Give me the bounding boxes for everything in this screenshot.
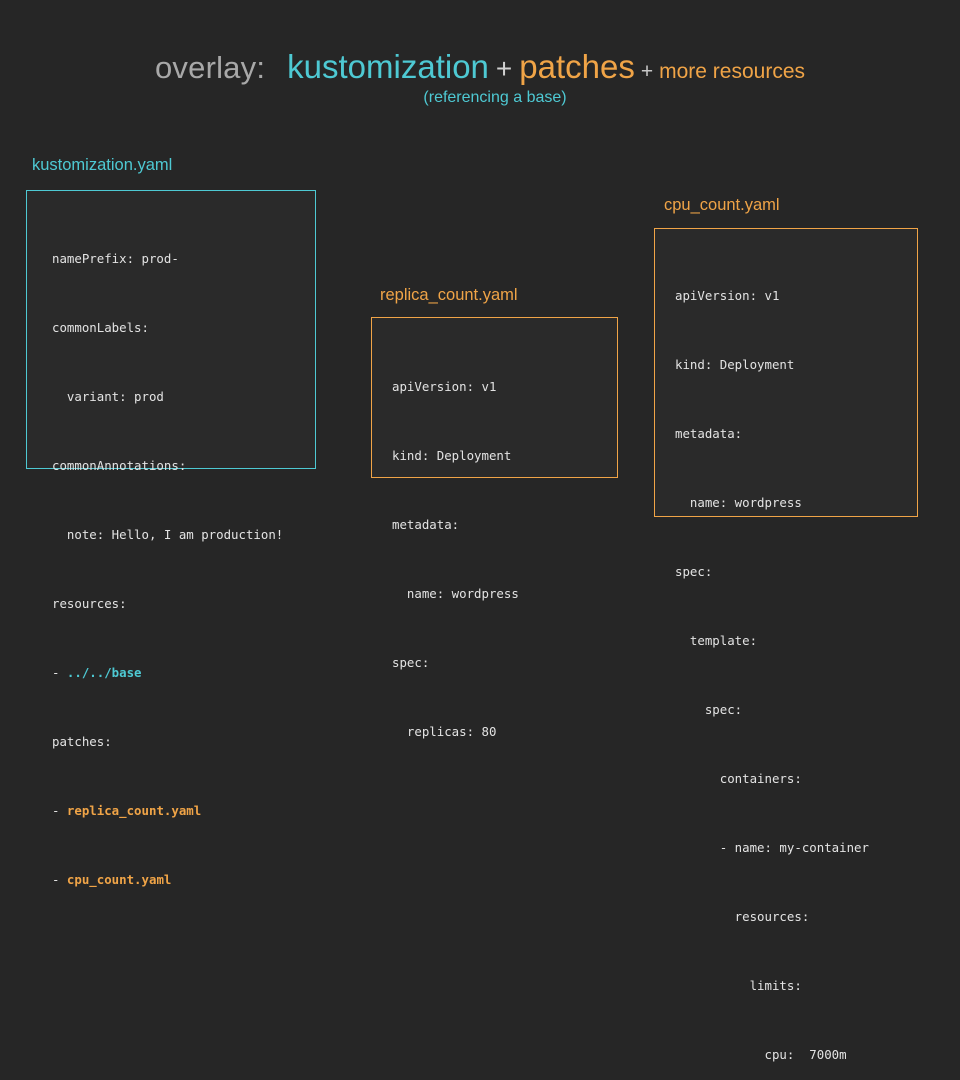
code-line: replicas: 80 xyxy=(392,724,497,739)
code-line: apiVersion: v1 xyxy=(392,379,497,394)
code-token-base-path: ../../base xyxy=(66,665,142,680)
code-token-replica-count-yaml: replica_count.yaml xyxy=(66,803,202,818)
code-line: commonAnnotations: xyxy=(52,458,187,473)
code-line: limits: xyxy=(675,978,802,993)
code-line: - name: my-container xyxy=(675,840,869,855)
code-line: spec: xyxy=(675,702,743,717)
code-line: note: Hello, I am production! xyxy=(52,527,284,542)
code-line: name: wordpress xyxy=(392,586,519,601)
title-overlay-label: overlay: xyxy=(154,50,266,85)
code-block-cpu-count-yaml: apiVersion: v1 kind: Deployment metadata… xyxy=(654,228,918,1062)
code-line: kind: Deployment xyxy=(675,357,795,372)
code-line: name: wordpress xyxy=(675,495,802,510)
code-token-cpu-count-yaml: cpu_count.yaml xyxy=(66,872,172,887)
code-line: apiVersion: v1 xyxy=(675,288,780,303)
panel-title-kustomization-yaml: kustomization.yaml xyxy=(32,156,173,174)
code-line: resources: xyxy=(675,909,810,924)
code-line: - replica_count.yaml xyxy=(52,799,283,822)
code-content-cpu-count-yaml: apiVersion: v1 kind: Deployment metadata… xyxy=(675,238,869,1080)
page-title: overlay:kustomization+patches+more resou… xyxy=(0,48,960,86)
title-kustomization: kustomization xyxy=(287,48,489,85)
code-line: - cpu_count.yaml xyxy=(52,868,283,891)
title-more-resources: more resources xyxy=(659,60,806,83)
panel-title-replica-count-yaml: replica_count.yaml xyxy=(380,286,518,304)
title-plus-first: + xyxy=(495,53,513,84)
code-line: kind: Deployment xyxy=(392,448,512,463)
code-block-replica-count-yaml: apiVersion: v1 kind: Deployment metadata… xyxy=(371,317,618,739)
page-subtitle-text: (referencing a base) xyxy=(423,89,567,106)
code-line: resources: xyxy=(52,596,127,611)
code-block-kustomization-yaml: namePrefix: prod- commonLabels: variant:… xyxy=(26,190,316,887)
code-line: commonLabels: xyxy=(52,320,149,335)
code-line: template: xyxy=(675,633,758,648)
code-line: metadata: xyxy=(392,517,460,532)
code-content-replica-count-yaml: apiVersion: v1 kind: Deployment metadata… xyxy=(392,329,519,789)
panel-title-cpu-count-yaml: cpu_count.yaml xyxy=(664,196,780,214)
title-patches: patches xyxy=(519,48,635,85)
code-line: - ../../base xyxy=(52,661,283,684)
list-dash: - xyxy=(52,803,67,818)
code-line: spec: xyxy=(675,564,713,579)
page-subtitle: (referencing a base) xyxy=(0,89,960,107)
code-line: metadata: xyxy=(675,426,743,441)
list-dash: - xyxy=(52,872,67,887)
code-line: containers: xyxy=(675,771,802,786)
code-line: spec: xyxy=(392,655,430,670)
code-line: patches: xyxy=(52,734,112,749)
list-dash: - xyxy=(52,665,67,680)
title-plus-second: + xyxy=(640,60,654,83)
code-line: cpu: 7000m xyxy=(675,1047,847,1062)
code-line: variant: prod xyxy=(52,389,164,404)
code-content-kustomization-yaml: namePrefix: prod- commonLabels: variant:… xyxy=(52,201,283,937)
code-line: namePrefix: prod- xyxy=(52,251,179,266)
